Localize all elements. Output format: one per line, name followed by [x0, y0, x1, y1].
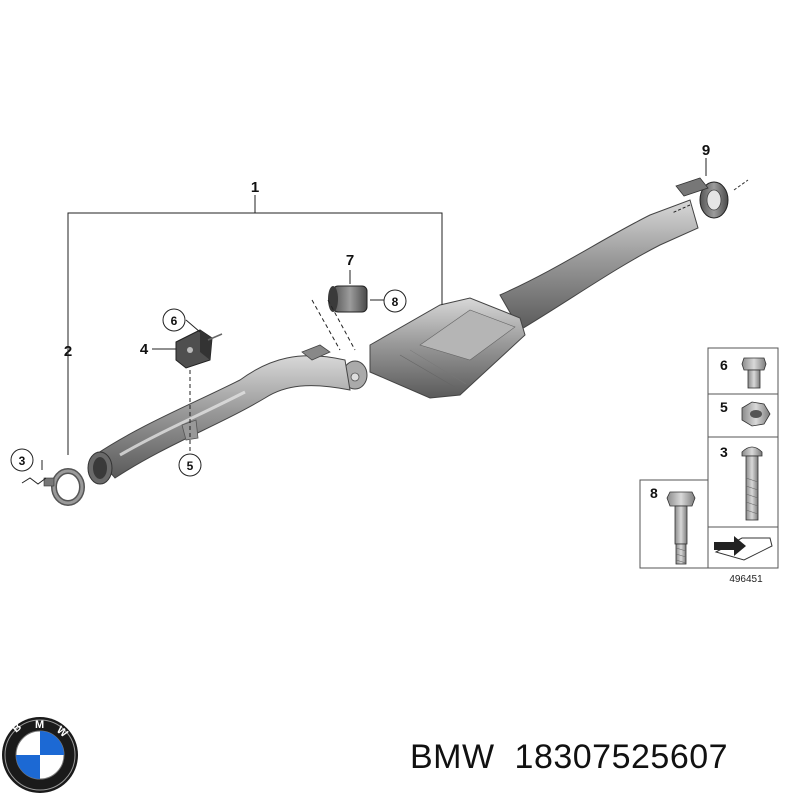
- bolt-8-label: 8: [650, 485, 658, 501]
- clamp-part: [43, 468, 85, 506]
- fastener-panel: 6 5 3: [639, 347, 779, 585]
- caption-part-number: 18307525607: [514, 738, 729, 776]
- bolt-8-drawing: [666, 491, 696, 565]
- nut-5-drawing: [741, 401, 771, 427]
- callout-3: 3: [19, 454, 26, 468]
- callout-5: 5: [187, 459, 194, 473]
- nut-5-label: 5: [720, 399, 728, 415]
- callout-8: 8: [392, 295, 399, 309]
- front-pipe: [94, 355, 351, 479]
- callout-6-circle: [162, 308, 186, 332]
- callout-9: 9: [702, 142, 710, 159]
- logo-letter-m: M: [35, 719, 44, 731]
- callout-3-circle: [10, 448, 34, 472]
- callout-6: 6: [171, 314, 178, 328]
- diagram-number: 496451: [729, 574, 763, 585]
- rubber-mount-part: [175, 329, 223, 369]
- callout-2: 2: [64, 343, 72, 360]
- leader-lines: [21, 158, 707, 485]
- rubber-bushing-part: [328, 285, 368, 313]
- bmw-logo: B M W: [2, 717, 78, 793]
- exhaust-pipe-assembly: [87, 199, 699, 485]
- bolt-6-drawing: [741, 357, 767, 389]
- callout-8-circle: [383, 289, 407, 313]
- bolt-6-label: 6: [720, 357, 728, 373]
- rear-clamp-part: [675, 177, 749, 219]
- callouts: 1 2 3 4 6 5 7 8 9: [10, 142, 710, 477]
- part-caption: BMW 18307525607: [410, 738, 728, 777]
- bolt-3-label: 3: [720, 444, 728, 460]
- callout-4: 4: [140, 341, 149, 358]
- caption-brand: BMW: [410, 738, 495, 776]
- callout-5-circle: [178, 453, 202, 477]
- direction-arrow-icon: [714, 536, 773, 561]
- callout-1: 1: [251, 179, 259, 196]
- callout-7: 7: [346, 252, 354, 269]
- rear-pipe: [499, 199, 699, 331]
- bolt-3-drawing: [741, 446, 763, 521]
- muffler-bracket: [301, 344, 331, 361]
